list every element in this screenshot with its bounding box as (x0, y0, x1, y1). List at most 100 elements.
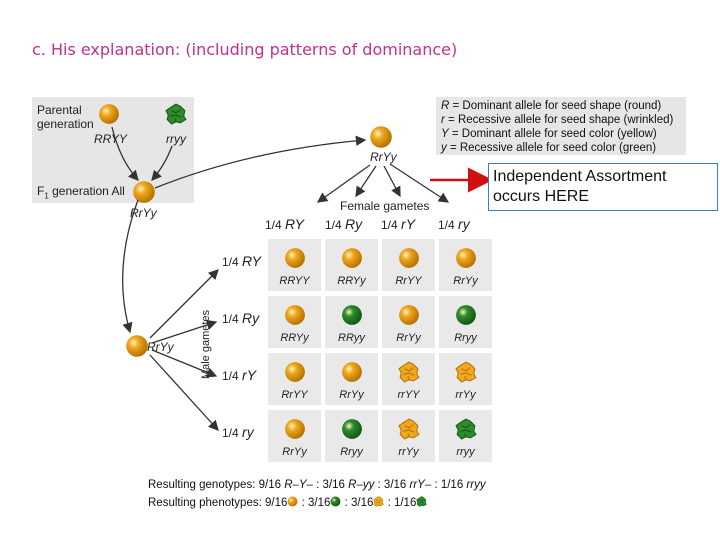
female-gamete-4: 1/4 ry (438, 216, 470, 232)
arrow-male-to-4 (149, 354, 219, 431)
legend-panel (436, 97, 686, 155)
legend-line-2: r = Recessive allele for seed shape (wri… (441, 114, 674, 126)
arrow-male-to-2 (151, 319, 218, 344)
punnett-cell: rrYy (439, 353, 492, 405)
punnett-genotype: RRYy (337, 275, 366, 287)
arrow-top-to-ry3 (383, 165, 401, 198)
pea-icon (455, 247, 477, 274)
punnett-genotype: Rryy (454, 332, 477, 344)
pea-icon (455, 361, 477, 388)
punnett-cell: RrYy (439, 239, 492, 291)
phenotype-icon-green-round (330, 496, 341, 510)
punnett-cell: RrYY (382, 239, 435, 291)
pea-icon (284, 418, 306, 445)
punnett-genotype: RrYY (395, 275, 422, 287)
pea-icon (284, 304, 306, 331)
punnett-cell: rrYY (382, 353, 435, 405)
parent-left-genotype: RRYY (94, 132, 127, 146)
punnett-cell: rrYy (382, 410, 435, 462)
punnett-cell: rryy (439, 410, 492, 462)
phenotype-icon-yellow-round (287, 496, 298, 510)
slide-title: c. His explanation: (including patterns … (32, 40, 458, 59)
legend-line-4: y = Recessive allele for seed color (gre… (441, 142, 657, 154)
male-gamete-2: 1/4 Ry (222, 310, 260, 326)
pea-icon (455, 418, 477, 445)
pea-icon (398, 418, 420, 445)
male-gamete-1: 1/4 RY (222, 253, 261, 269)
f1-label-rest: generation All (48, 184, 125, 198)
punnett-genotype: RRYy (280, 332, 309, 344)
arrow-male-to-3 (151, 349, 218, 378)
parent-right-pea-icon (165, 103, 187, 130)
punnett-genotype: rrYy (398, 446, 419, 458)
legend-line-3: Y = Dominant allele for seed color (yell… (441, 128, 657, 140)
resulting-phenotypes: Resulting phenotypes: 9/16 : 3/16 : 3/16… (148, 496, 428, 510)
female-gametes-label: Female gametes (340, 199, 430, 213)
f1-label-sub: 1 (44, 191, 49, 201)
punnett-cell: Rryy (325, 410, 378, 462)
punnett-cell: RrYy (382, 296, 435, 348)
callout-line-2: occurs HERE (493, 188, 590, 205)
parent-left-pea-icon (98, 103, 120, 130)
punnett-cell: RRYy (268, 296, 321, 348)
punnett-cell: RRYY (268, 239, 321, 291)
arrow-f1-to-male (121, 199, 139, 334)
female-gamete-3: 1/4 rY (381, 216, 416, 232)
pea-icon (398, 304, 420, 331)
parent-right-genotype: rryy (166, 132, 186, 146)
pea-icon (398, 247, 420, 274)
top-parent-pea-icon (369, 125, 393, 154)
arrow-top-to-ry4 (389, 163, 450, 203)
punnett-genotype: rrYy (455, 389, 476, 401)
pea-icon (455, 304, 477, 331)
phenotype-icon-yellow-wrinkled (373, 496, 385, 510)
phenotype-icon-green-wrinkled (416, 496, 428, 510)
punnett-genotype: RrYy (396, 332, 421, 344)
callout-line-1: Independent Assortment (493, 168, 667, 185)
punnett-cell: RRYy (325, 239, 378, 291)
female-gamete-2: 1/4 Ry (325, 216, 363, 232)
pea-icon (284, 361, 306, 388)
f1-label: F1 generation All (37, 185, 125, 202)
f1-pea-icon (132, 180, 156, 209)
punnett-genotype: RrYY (281, 389, 308, 401)
male-parent-pea-icon (125, 334, 149, 363)
arrow-top-to-ry1 (316, 164, 371, 203)
pea-icon (341, 361, 363, 388)
punnett-cell: RrYY (268, 353, 321, 405)
punnett-cell: Rryy (439, 296, 492, 348)
f1-label-f: F (37, 184, 45, 198)
pea-icon (341, 418, 363, 445)
top-parent-genotype: RrYy (370, 150, 397, 164)
punnett-genotype: RrYy (339, 389, 364, 401)
punnett-genotype: RrYy (453, 275, 478, 287)
resulting-genotypes: Resulting genotypes: 9/16 R–Y– : 3/16 R–… (148, 479, 486, 491)
male-gamete-4: 1/4 ry (222, 424, 254, 440)
arrow-f1-to-top (154, 135, 367, 189)
parental-label-line2: generation (37, 117, 94, 131)
male-gamete-3: 1/4 rY (222, 367, 257, 383)
punnett-genotype: RrYy (282, 446, 307, 458)
arrow-parent-right-to-f1 (151, 145, 173, 181)
punnett-cell: RRyy (325, 296, 378, 348)
punnett-genotype: Rryy (340, 446, 363, 458)
arrow-male-to-1 (149, 269, 219, 339)
parental-label-line1: Parental (37, 103, 82, 117)
punnett-genotype: rrYY (397, 389, 420, 401)
punnett-genotype: RRyy (338, 332, 365, 344)
f1-genotype: RrYy (130, 206, 157, 220)
pea-icon (341, 304, 363, 331)
arrow-top-to-ry2 (355, 165, 377, 198)
punnett-genotype: rryy (456, 446, 475, 458)
punnett-cell: RrYy (325, 353, 378, 405)
pea-icon (341, 247, 363, 274)
legend-line-1: R = Dominant allele for seed shape (roun… (441, 100, 662, 112)
pea-icon (398, 361, 420, 388)
punnett-cell: RrYy (268, 410, 321, 462)
pea-icon (284, 247, 306, 274)
punnett-genotype: RRYY (279, 275, 310, 287)
arrow-parent-left-to-f1 (111, 126, 139, 181)
female-gamete-1: 1/4 RY (265, 216, 304, 232)
independent-assortment-callout: Independent Assortment occurs HERE (488, 163, 718, 211)
